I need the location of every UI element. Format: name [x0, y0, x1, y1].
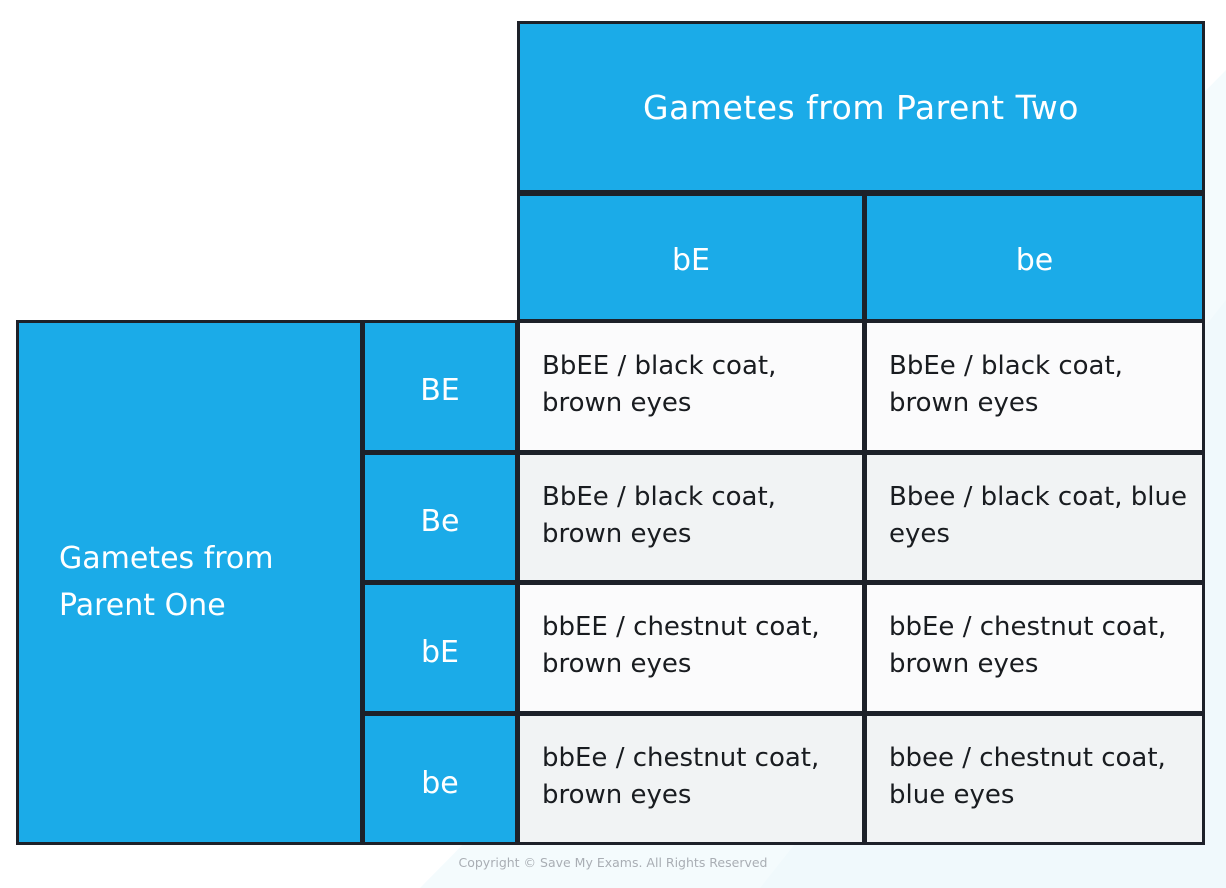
punnett-cell-r0c1: BbEe / black coat, brown eyes [864, 320, 1205, 453]
punnett-cell-r3c1: bbee / chestnut coat, blue eyes [864, 713, 1205, 845]
gametes-parent-two-label: Gametes from Parent Two [643, 87, 1079, 127]
punnett-cell-r1c0: BbEe / black coat, brown eyes [517, 452, 865, 583]
row-header-be-label: be [421, 765, 459, 801]
row-header-BE: BE [362, 320, 518, 453]
punnett-cell-r1c1-text: Bbee / black coat, blue eyes [889, 481, 1187, 549]
punnett-cell-r0c0-text: BbEE / black coat, brown eyes [542, 350, 777, 418]
punnett-cell-r0c0: BbEE / black coat, brown eyes [517, 320, 865, 453]
punnett-cell-r3c0-text: bbEe / chestnut coat, brown eyes [542, 743, 820, 810]
gametes-parent-one-header: Gametes from Parent One [16, 320, 363, 845]
punnett-cell-r2c0: bbEE / chestnut coat, brown eyes [517, 582, 865, 714]
row-header-be: be [362, 713, 518, 845]
row-header-BE-label: BE [420, 373, 460, 408]
gametes-parent-one-label: Gametes from Parent One [59, 541, 274, 623]
punnett-cell-r2c0-text: bbEE / chestnut coat, brown eyes [542, 612, 820, 679]
copyright-footer: Copyright © Save My Exams. All Rights Re… [458, 855, 768, 870]
punnett-cell-r2c1: bbEe / chestnut coat, brown eyes [864, 582, 1205, 714]
column-header-be-label: be [1015, 243, 1054, 278]
gametes-parent-two-header: Gametes from Parent Two [517, 21, 1205, 193]
row-header-bE-label: bE [421, 634, 459, 670]
punnett-cell-r1c1: Bbee / black coat, blue eyes [864, 452, 1205, 583]
row-header-Be: Be [362, 452, 518, 583]
punnett-cell-r3c1-text: bbee / chestnut coat, blue eyes [889, 743, 1166, 810]
row-header-Be-label: Be [420, 504, 460, 539]
column-header-bE-label: bE [672, 243, 710, 278]
row-header-bE: bE [362, 582, 518, 714]
column-header-bE: bE [517, 193, 865, 322]
punnett-cell-r0c1-text: BbEe / black coat, brown eyes [889, 350, 1123, 418]
column-header-be: be [864, 193, 1205, 322]
punnett-cell-r3c0: bbEe / chestnut coat, brown eyes [517, 713, 865, 845]
punnett-cell-r1c0-text: BbEe / black coat, brown eyes [542, 481, 776, 549]
punnett-cell-r2c1-text: bbEe / chestnut coat, brown eyes [889, 612, 1167, 679]
